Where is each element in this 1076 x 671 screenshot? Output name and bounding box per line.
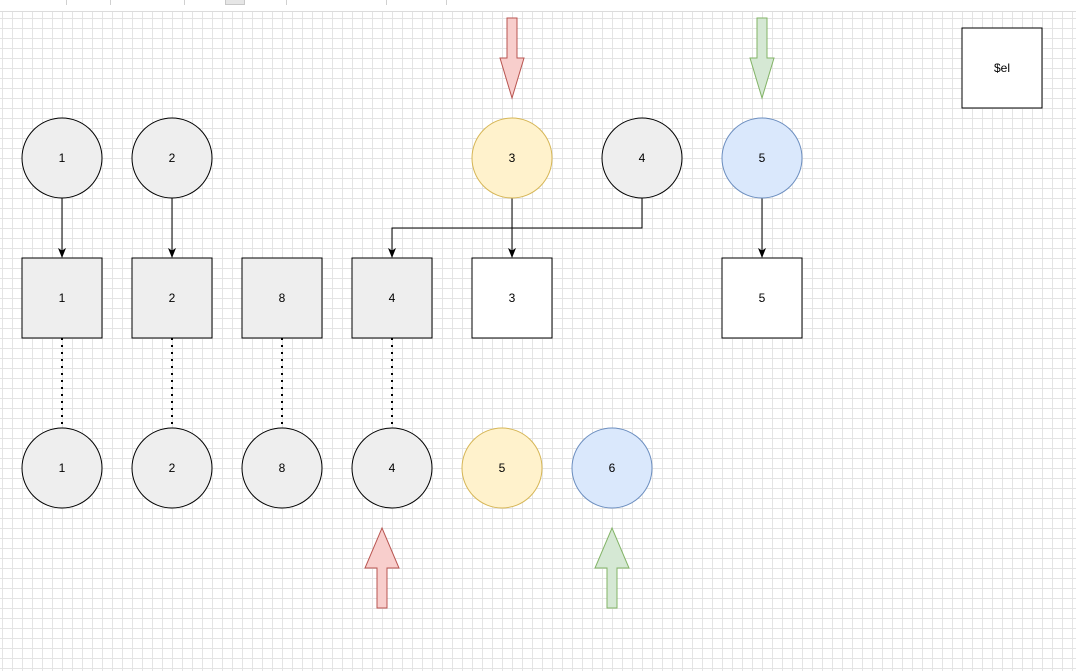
red-up-arrow-icon[interactable] bbox=[364, 526, 400, 609]
toolbar-separator bbox=[184, 0, 185, 5]
middle-box-label: 5 bbox=[759, 291, 766, 305]
middle-box-label: 1 bbox=[59, 291, 66, 305]
bottom-circle-label: 2 bbox=[169, 461, 176, 475]
bottom-circle-4[interactable]: 4 bbox=[351, 427, 433, 509]
bottom-circle-label: 1 bbox=[59, 461, 66, 475]
top-circle-label: 5 bbox=[759, 151, 766, 165]
connector-arrow-4[interactable] bbox=[388, 198, 643, 258]
bottom-circle-label: 4 bbox=[389, 461, 396, 475]
top-circle-2[interactable]: 2 bbox=[131, 117, 213, 199]
middle-box-2[interactable]: 2 bbox=[131, 257, 213, 339]
connectors bbox=[58, 198, 766, 428]
color-swatch-icon[interactable] bbox=[225, 0, 245, 5]
red-down-arrow-icon[interactable] bbox=[499, 17, 525, 100]
middle-box-label: 3 bbox=[509, 291, 516, 305]
top-circle-1[interactable]: 1 bbox=[21, 117, 103, 199]
top-circle-5[interactable]: 5 bbox=[721, 117, 803, 199]
toolbar-separator bbox=[446, 0, 447, 5]
toolbar-separator bbox=[66, 0, 67, 5]
middle-box-label: 2 bbox=[169, 291, 176, 305]
green-up-arrow-icon[interactable] bbox=[594, 526, 630, 609]
bottom-circle-6[interactable]: 6 bbox=[571, 427, 653, 509]
bottom-circle-label: 8 bbox=[279, 461, 286, 475]
toolbar-separator bbox=[286, 0, 287, 5]
bottom-circle-1[interactable]: 1 bbox=[21, 427, 103, 509]
top-circle-label: 4 bbox=[639, 151, 646, 165]
top-circle-3[interactable]: 3 bbox=[471, 117, 553, 199]
toolbar-separator bbox=[110, 0, 111, 5]
bottom-circle-5[interactable]: 5 bbox=[461, 427, 543, 509]
el-box-label: $el bbox=[994, 61, 1010, 75]
middle-box-3[interactable]: 3 bbox=[471, 257, 553, 339]
el-box[interactable]: $el bbox=[961, 27, 1043, 109]
top-circle-label: 2 bbox=[169, 151, 176, 165]
middle-box-1[interactable]: 1 bbox=[21, 257, 103, 339]
bottom-circle-2[interactable]: 2 bbox=[131, 427, 213, 509]
top-circle-label: 3 bbox=[509, 151, 516, 165]
green-down-arrow-icon[interactable] bbox=[749, 17, 775, 100]
top-circle-label: 1 bbox=[59, 151, 66, 165]
middle-box-label: 8 bbox=[279, 291, 286, 305]
middle-box-4[interactable]: 4 bbox=[351, 257, 433, 339]
middle-box-label: 4 bbox=[389, 291, 396, 305]
toolbar-separator bbox=[386, 0, 387, 5]
middle-box-8[interactable]: 8 bbox=[241, 257, 323, 339]
toolbar-strip bbox=[0, 0, 1076, 12]
bottom-circle-8[interactable]: 8 bbox=[241, 427, 323, 509]
bottom-circle-label: 5 bbox=[499, 461, 506, 475]
top-circle-4[interactable]: 4 bbox=[601, 117, 683, 199]
middle-box-5[interactable]: 5 bbox=[721, 257, 803, 339]
bottom-circle-label: 6 bbox=[609, 461, 616, 475]
